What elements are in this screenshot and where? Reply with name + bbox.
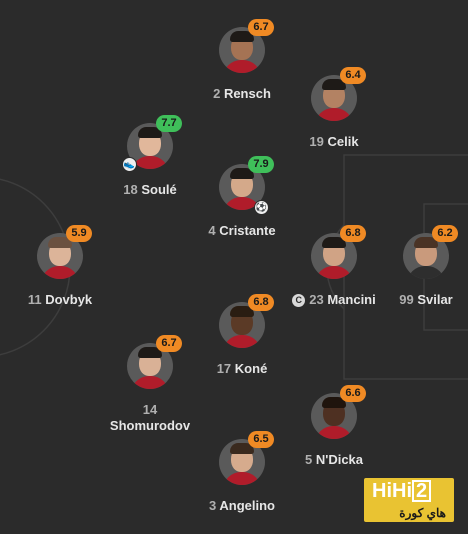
player-hair bbox=[322, 397, 346, 408]
player-name-text: Mancini bbox=[327, 292, 376, 307]
player-name: 99 Svilar bbox=[366, 292, 468, 308]
rating-badge: 7.9 bbox=[248, 156, 274, 173]
player-name: 3 Angelino bbox=[182, 498, 302, 514]
rating-badge: 6.4 bbox=[340, 67, 366, 84]
player-shirt bbox=[407, 266, 445, 279]
player-name-text: Angelino bbox=[219, 498, 275, 513]
player-hair bbox=[230, 31, 254, 42]
player-avatar bbox=[403, 233, 449, 279]
player-name-text: Celik bbox=[327, 134, 359, 149]
player-name: 18 Soulé bbox=[90, 182, 210, 198]
player-name: 2 Rensch bbox=[182, 86, 302, 102]
rating-badge: 6.6 bbox=[340, 385, 366, 402]
player-number: 11 bbox=[27, 292, 42, 307]
player-name-text: Soulé bbox=[141, 182, 177, 197]
player-shirt bbox=[315, 266, 353, 279]
player-number: 18 bbox=[123, 182, 138, 197]
player-avatar bbox=[127, 343, 173, 389]
player-name: 4 Cristante bbox=[182, 223, 302, 239]
player-number: 3 bbox=[209, 498, 217, 513]
player-name: 5 N'Dicka bbox=[274, 452, 394, 468]
player-number: 19 bbox=[309, 134, 324, 149]
player-number: 4 bbox=[208, 223, 216, 238]
player-shirt bbox=[41, 266, 79, 279]
logo-arabic-text: هاي كورة bbox=[399, 506, 446, 520]
player-shirt bbox=[223, 197, 261, 210]
player-name: 11 Dovbyk bbox=[0, 292, 120, 308]
player-shirt bbox=[223, 60, 261, 73]
player-name: 19 Celik bbox=[274, 134, 394, 150]
player-number: 14 bbox=[142, 402, 158, 417]
player-shirt bbox=[223, 335, 261, 348]
player-number: 5 bbox=[304, 452, 313, 467]
player-shirt bbox=[131, 156, 169, 169]
player-number: 99 bbox=[399, 292, 414, 307]
player-hair bbox=[322, 237, 346, 248]
rating-badge: 6.2 bbox=[432, 225, 458, 242]
player-avatar bbox=[311, 233, 357, 279]
player-avatar bbox=[219, 302, 265, 348]
player-hair bbox=[230, 168, 254, 179]
player-hair bbox=[48, 237, 72, 248]
rating-badge: 6.8 bbox=[340, 225, 366, 242]
player-shirt bbox=[131, 376, 169, 389]
player-name-text: Rensch bbox=[223, 86, 271, 101]
player-number: 2 bbox=[213, 86, 221, 101]
player-name-text: Cristante bbox=[219, 223, 276, 238]
player-shirt bbox=[315, 108, 353, 121]
player-hair bbox=[138, 127, 162, 138]
player-hair bbox=[414, 237, 438, 248]
player-avatar bbox=[37, 233, 83, 279]
player-name-text: Svilar bbox=[417, 292, 453, 307]
player-hair bbox=[230, 443, 254, 454]
player-name: 17 Koné bbox=[182, 361, 302, 377]
rating-badge: 6.7 bbox=[156, 335, 182, 352]
player-name-text: Shomurodov bbox=[109, 418, 191, 433]
boot-icon: 👟 bbox=[122, 157, 137, 172]
ball-icon: ⚽ bbox=[254, 200, 269, 215]
rating-badge: 6.7 bbox=[248, 19, 274, 36]
player-hair bbox=[138, 347, 162, 358]
player-hair bbox=[322, 79, 346, 90]
player-number: 23 bbox=[309, 292, 324, 307]
player-name-text: Dovbyk bbox=[45, 292, 93, 307]
rating-badge: 6.5 bbox=[248, 431, 274, 448]
player-hair bbox=[230, 306, 254, 317]
captain-icon: C bbox=[292, 294, 306, 307]
rating-badge: 5.9 bbox=[66, 225, 92, 242]
player-name-text: Koné bbox=[234, 361, 268, 376]
player-number: 17 bbox=[216, 361, 232, 376]
player-shirt bbox=[315, 426, 353, 439]
rating-badge: 6.8 bbox=[248, 294, 274, 311]
player-shirt bbox=[223, 472, 261, 485]
player-name-text: N'Dicka bbox=[315, 452, 364, 467]
rating-badge: 7.7 bbox=[156, 115, 182, 132]
